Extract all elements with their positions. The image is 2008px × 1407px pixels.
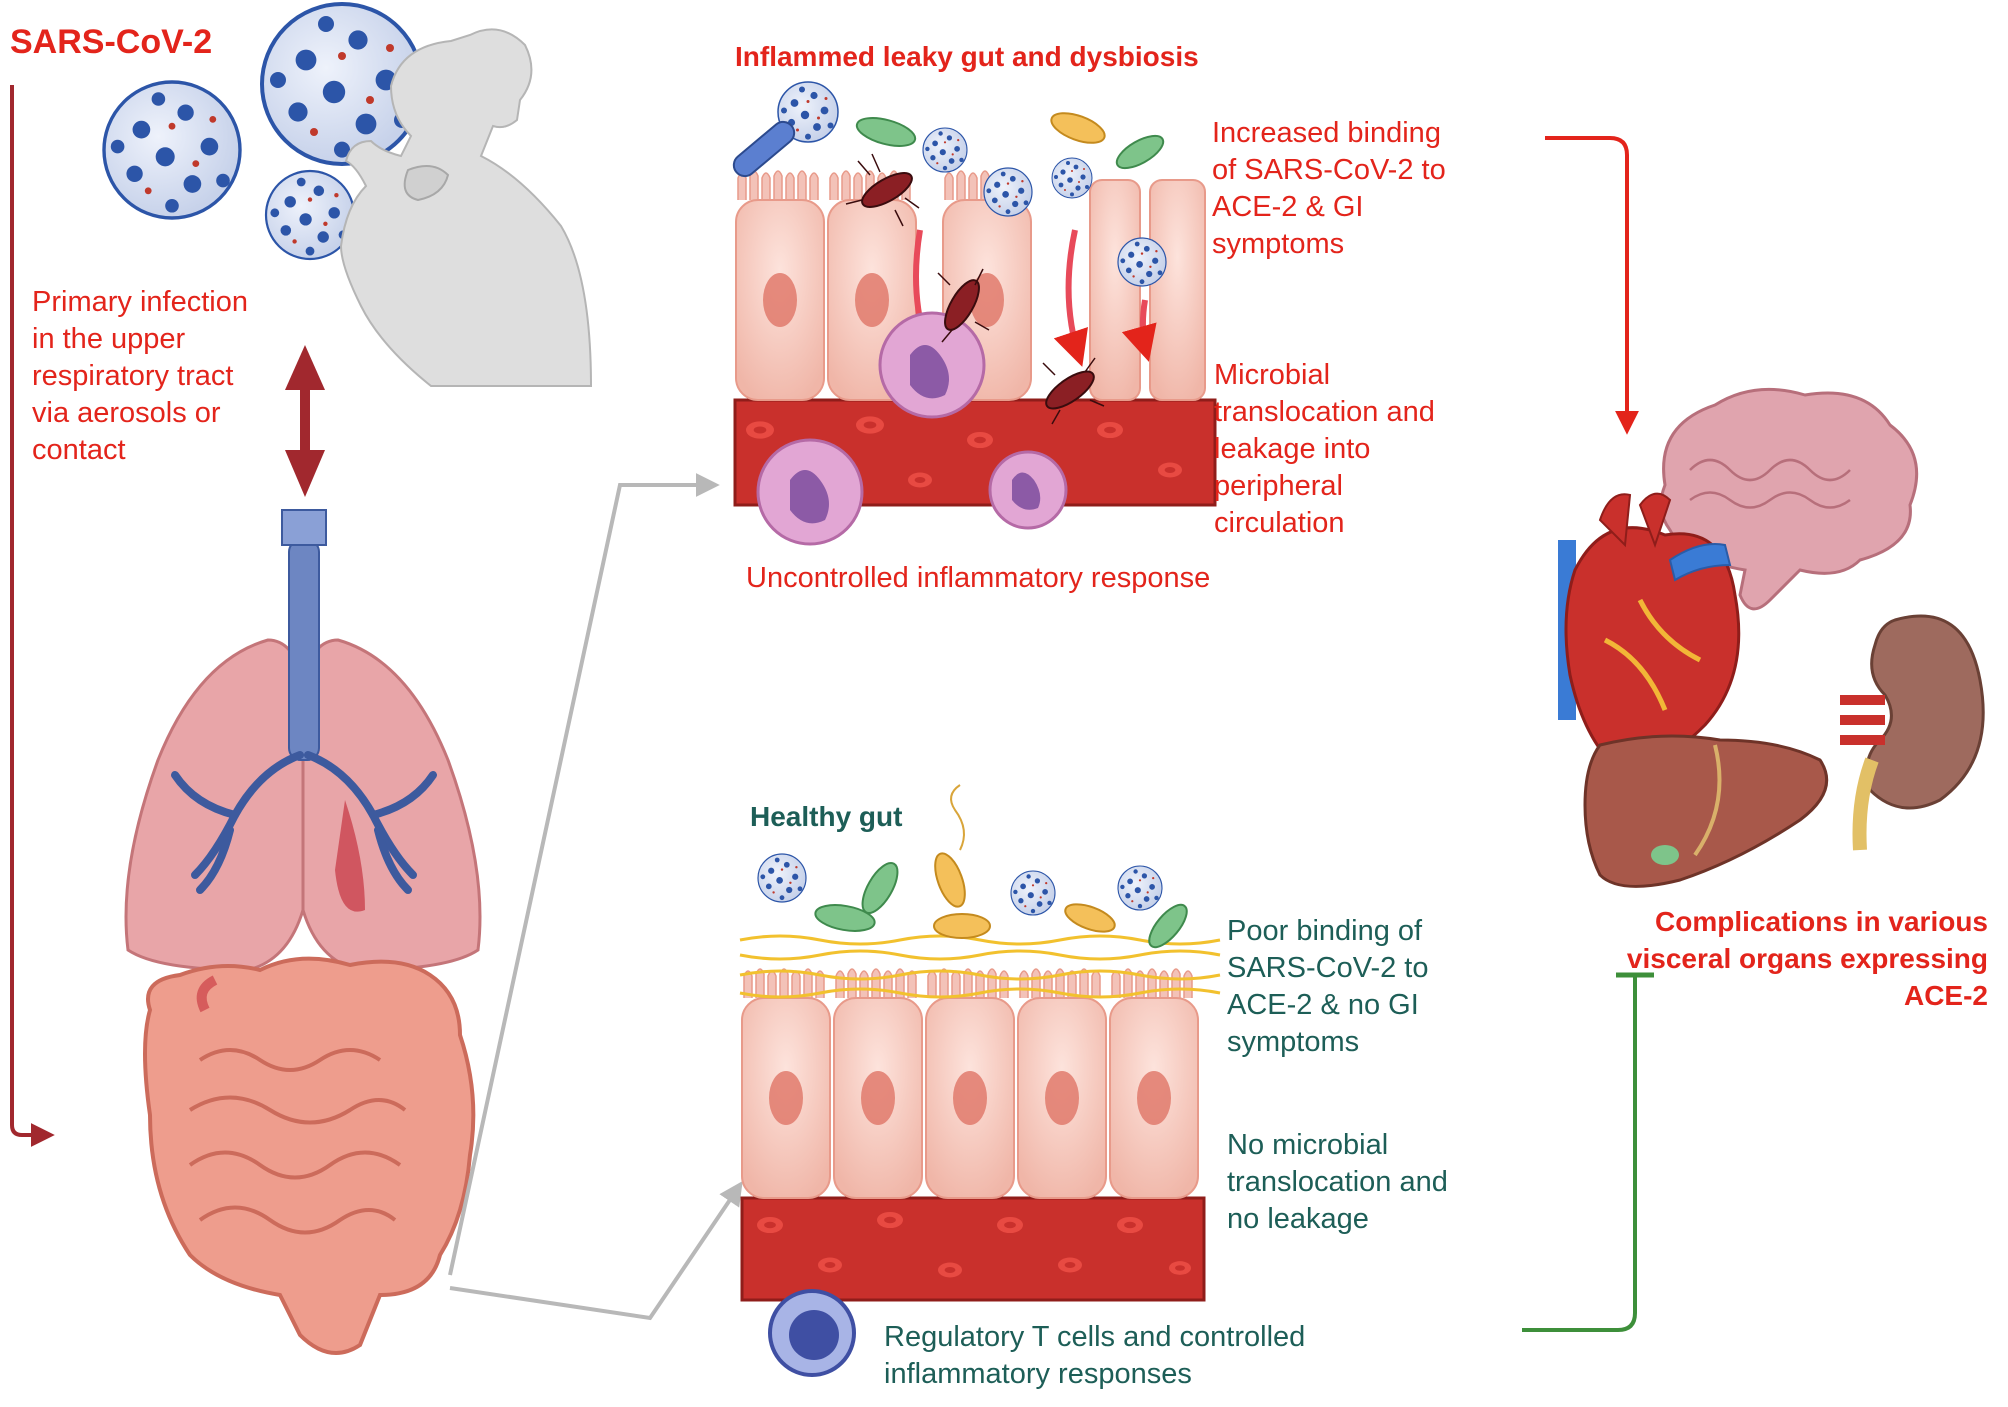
heart-illustration (1558, 492, 1741, 777)
regulatory-t-cells-label: Regulatory T cells and controlled inflam… (884, 1321, 1306, 1390)
double-headed-arrow-icon (285, 345, 325, 497)
intestines-illustration (143, 956, 476, 1355)
primary-infection-label: Primary infection in the upper respirato… (32, 286, 248, 466)
red-arrow-to-organs (1545, 136, 1639, 435)
complications-label: Complications in various visceral organs… (1626, 906, 1988, 1011)
lungs-illustration (124, 509, 482, 972)
gray-arrow-to-healthy-gut (449, 1181, 743, 1321)
uncontrolled-response-label: Uncontrolled inflammatory response (746, 562, 1211, 594)
inflamed-gut-title: Inflammed leaky gut and dysbiosis (735, 41, 1199, 72)
regulatory-t-cell-icon (768, 1289, 856, 1377)
kidney-illustration (1840, 614, 1985, 851)
sars-cov-2-label: SARS-CoV-2 (10, 23, 213, 61)
healthy-gut-illustration (739, 784, 1221, 1302)
microbial-translocation-label: Microbial translocation and leakage into… (1214, 359, 1435, 539)
infection-path-arrow (10, 85, 55, 1147)
increased-binding-label: Increased binding of SARS-CoV-2 to ACE-2… (1212, 117, 1446, 260)
inflamed-gut-illustration (732, 82, 1217, 546)
green-inhibitory-line (1522, 972, 1654, 1332)
healthy-gut-title: Healthy gut (750, 801, 903, 832)
no-translocation-label: No microbial translocation and no leakag… (1227, 1129, 1448, 1235)
gray-arrow-to-inflamed-gut (448, 473, 720, 1276)
poor-binding-label: Poor binding of SARS-CoV-2 to ACE-2 & no… (1227, 915, 1429, 1058)
coughing-person-illustration (339, 28, 593, 387)
liver-illustration (1583, 734, 1829, 888)
